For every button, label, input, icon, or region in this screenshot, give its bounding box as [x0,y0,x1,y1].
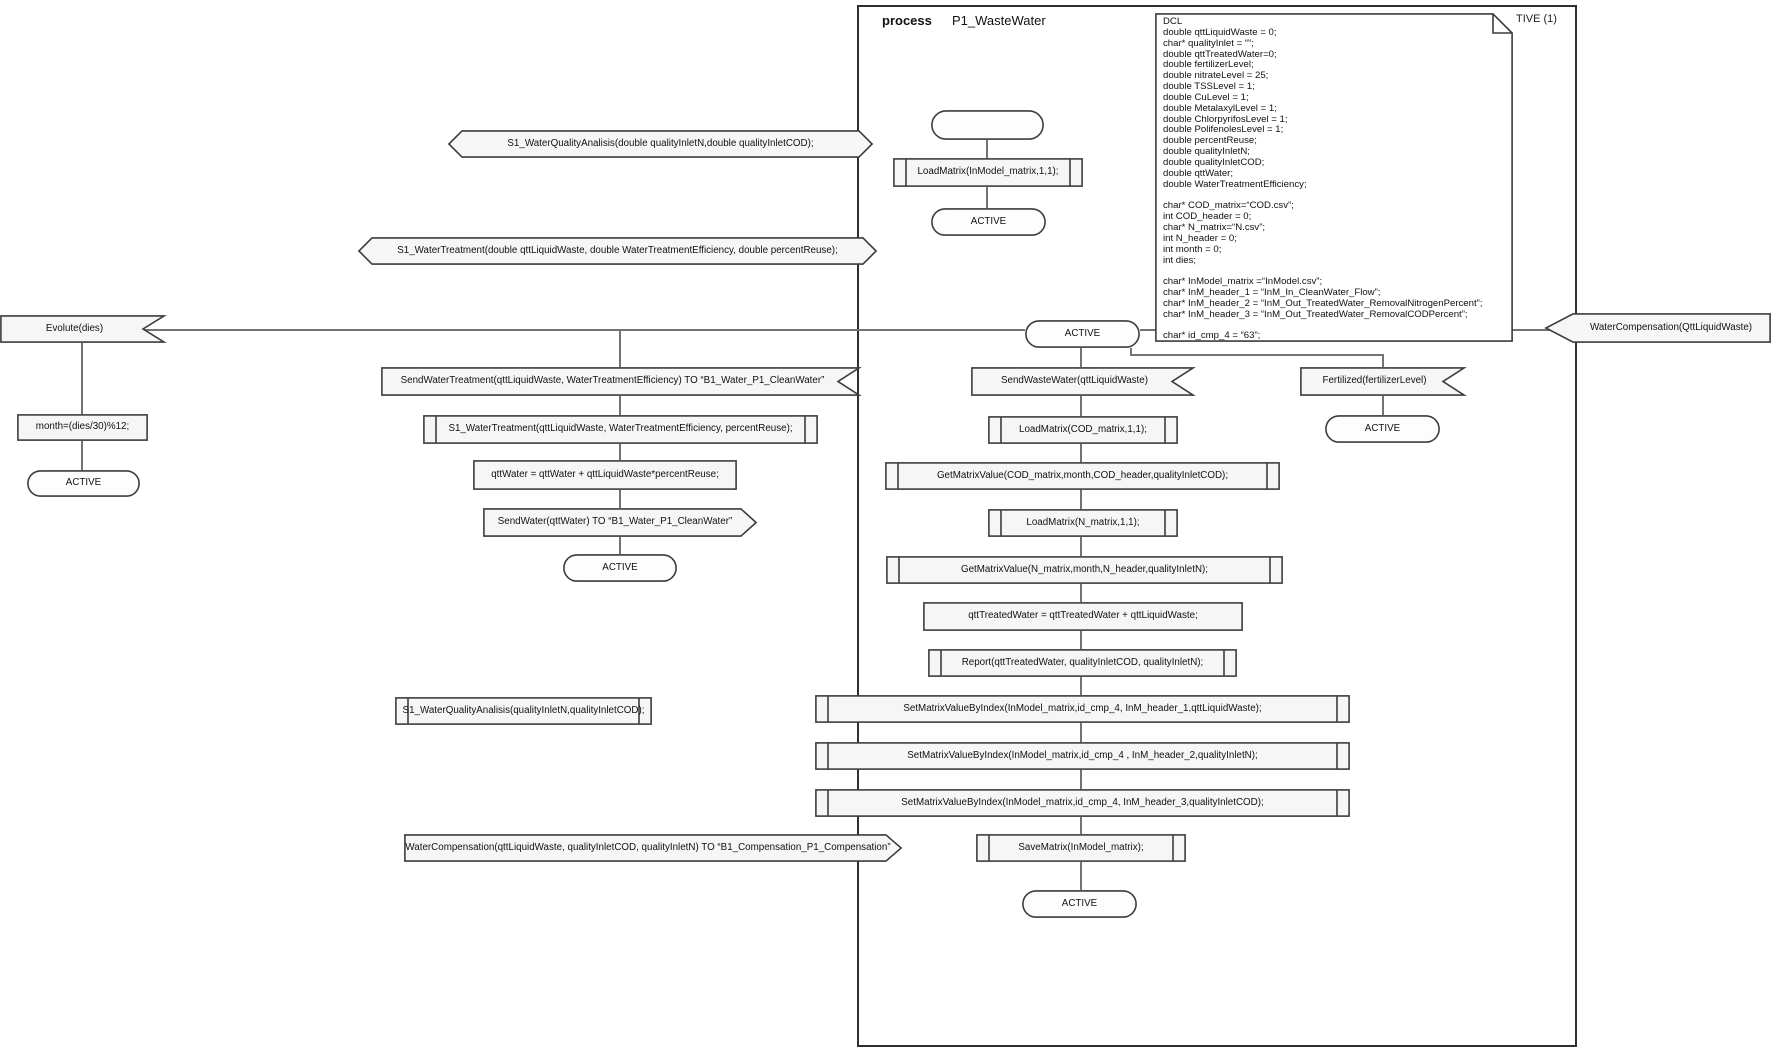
dcl-text-symbol[interactable]: DCL double qttLiquidWaste = 0; char* qua… [1155,13,1513,342]
signal-label: Evolute(dies) [45,322,104,334]
state-active-sendwater[interactable]: ACTIVE [563,554,677,582]
task-label: month=(dies/30)%12; [35,421,130,433]
connector [619,396,621,415]
signal-watercompensation-right[interactable]: WaterCompensation(QttLiquidWaste) [1544,313,1771,343]
procedure-setmatrix-2[interactable]: SetMatrixValueByIndex(InModel_matrix,id_… [815,742,1350,770]
procedure-label: SetMatrixValueByIndex(InModel_matrix,id_… [901,796,1264,808]
signal-s1-watertreatment-decl[interactable]: S1_WaterTreatment(double qttLiquidWaste,… [357,237,878,265]
procedure-label: S1_WaterTreatment(qttLiquidWaste, WaterT… [448,423,793,435]
state-label: ACTIVE [602,561,638,573]
procedure-label: LoadMatrix(InModel_matrix,1,1); [917,166,1059,178]
connector [619,444,621,460]
procedure-label: SetMatrixValueByIndex(InModel_matrix,id_… [907,749,1258,761]
state-label: ACTIVE [1064,327,1101,339]
procedure-label: LoadMatrix(COD_matrix,1,1); [1019,423,1147,435]
input-signal-sendwastewater[interactable]: SendWasteWater(qttLiquidWaste) [971,367,1196,396]
page-label: TIVE (1) [1516,13,1557,25]
procedure-label: LoadMatrix(N_matrix,1,1); [1026,516,1140,528]
connector [1080,490,1082,509]
task-label: qttTreatedWater = qttTreatedWater + qttL… [968,610,1198,622]
task-label: qttWater = qttWater + qttLiquidWaste*per… [491,468,719,480]
signal-label: WaterCompensation(qttLiquidWaste, qualit… [405,841,891,853]
state-active-main[interactable]: ACTIVE [1025,320,1140,348]
connector [1080,631,1082,649]
state-active-fertilized[interactable]: ACTIVE [1325,415,1440,443]
procedure-label: SaveMatrix(InModel_matrix); [1018,841,1144,853]
procedure-load-inmodel[interactable]: LoadMatrix(InModel_matrix,1,1); [893,158,1083,187]
procedure-report[interactable]: Report(qttTreatedWater, qualityInletCOD,… [928,649,1237,677]
connector [1382,396,1384,415]
connector [1080,770,1082,789]
connector [1080,584,1082,602]
procedure-s1-watertreatment[interactable]: S1_WaterTreatment(qttLiquidWaste, WaterT… [423,415,818,444]
connector [1080,348,1082,367]
signal-label: WaterCompensation(QttLiquidWaste) [1589,321,1753,333]
signal-label: SendWasteWater(qttLiquidWaste) [1000,375,1148,387]
state-active-top[interactable]: ACTIVE [931,208,1046,236]
task-month[interactable]: month=(dies/30)%12; [17,414,148,441]
procedure-label: GetMatrixValue(N_matrix,month,N_header,q… [960,563,1209,575]
connector [1080,677,1082,695]
procedure-setmatrix-1[interactable]: SetMatrixValueByIndex(InModel_matrix,id_… [815,695,1350,723]
connector [619,490,621,508]
state-active-evolute[interactable]: ACTIVE [27,470,140,497]
connector [81,441,83,470]
connector [1080,396,1082,416]
procedure-label: Report(qttTreatedWater, qualityInletCOD,… [961,656,1204,668]
input-signal-sendwatertreatment[interactable]: SendWaterTreatment(qttLiquidWaste, Water… [381,367,862,396]
connector [1080,817,1082,834]
state-label: ACTIVE [970,215,1007,227]
start-state-symbol[interactable] [931,110,1044,140]
procedure-label: S1_WaterQualityAnalisis(qualityInletN,qu… [402,704,645,716]
signal-label: S1_WaterQualityAnalisis(double qualityIn… [507,137,814,149]
connector [144,329,1025,331]
procedure-label: GetMatrixValue(COD_matrix,month,COD_head… [936,469,1229,481]
connector [1080,444,1082,462]
procedure-s1-waterqualityanalisis[interactable]: S1_WaterQualityAnalisis(qualityInletN,qu… [395,697,652,725]
procedure-get-n[interactable]: GetMatrixValue(N_matrix,month,N_header,q… [886,556,1283,584]
process-keyword: process [882,13,932,28]
connector [1382,354,1384,367]
dcl-text: DCL double qttLiquidWaste = 0; char* qua… [1163,16,1483,342]
state-label: ACTIVE [65,477,102,489]
connector [81,343,83,414]
connector [1080,537,1082,556]
process-frame-symbol[interactable] [857,5,1577,1047]
procedure-label: SetMatrixValueByIndex(InModel_matrix,id_… [903,702,1262,714]
output-signal-sendwater[interactable]: SendWater(qttWater) TO “B1_Water_P1_Clea… [483,508,758,537]
signal-label: S1_WaterTreatment(double qttLiquidWaste,… [397,244,838,256]
input-signal-evolute[interactable]: Evolute(dies) [0,315,167,343]
process-name: P1_WasteWater [952,13,1046,28]
connector [619,537,621,554]
signal-s1-waterqualityanalisis-decl[interactable]: S1_WaterQualityAnalisis(double qualityIn… [447,130,874,158]
task-qtttreatedwater[interactable]: qttTreatedWater = qttTreatedWater + qttL… [923,602,1243,631]
state-label: ACTIVE [1061,897,1098,909]
procedure-load-cod[interactable]: LoadMatrix(COD_matrix,1,1); [988,416,1178,444]
state-active-bottom[interactable]: ACTIVE [1022,890,1137,918]
task-qttwater[interactable]: qttWater = qttWater + qttLiquidWaste*per… [473,460,737,490]
connector [619,331,621,367]
connector [1080,862,1082,890]
procedure-savematrix[interactable]: SaveMatrix(InModel_matrix); [976,834,1186,862]
state-label: ACTIVE [1364,422,1401,434]
connector [986,187,988,208]
signal-label: SendWaterTreatment(qttLiquidWaste, Water… [400,375,825,387]
procedure-load-n[interactable]: LoadMatrix(N_matrix,1,1); [988,509,1178,537]
connector [1130,348,1132,356]
signal-label: SendWater(qttWater) TO “B1_Water_P1_Clea… [497,516,733,528]
input-signal-fertilized[interactable]: Fertilized(fertilizerLevel) [1300,367,1467,396]
connector [986,140,988,158]
connector [1080,723,1082,742]
output-signal-watercompensation[interactable]: WaterCompensation(qttLiquidWaste, qualit… [404,834,903,862]
connector [1130,354,1383,356]
procedure-get-cod[interactable]: GetMatrixValue(COD_matrix,month,COD_head… [885,462,1280,490]
procedure-setmatrix-3[interactable]: SetMatrixValueByIndex(InModel_matrix,id_… [815,789,1350,817]
signal-label: Fertilized(fertilizerLevel) [1322,375,1427,387]
